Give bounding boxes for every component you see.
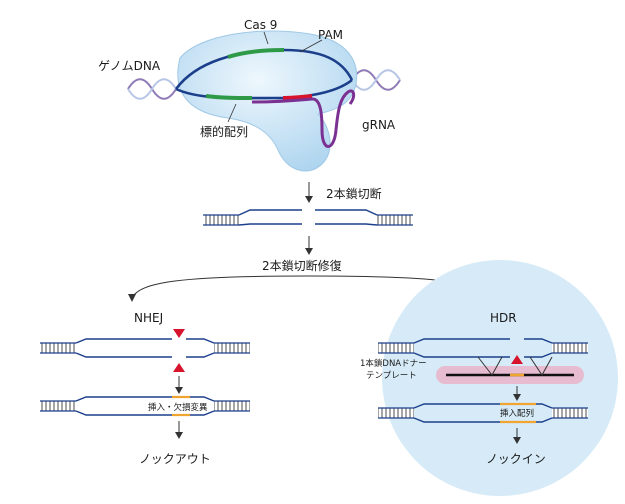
cas9-leader [263,31,269,45]
insert-sequence-label: 挿入配列 [500,408,534,419]
target-leader [227,103,237,123]
hdr-label: HDR [490,311,517,325]
nhej-arrow-2 [175,421,183,439]
cas9-label: Cas 9 [244,18,277,32]
nhej-repaired-dna [40,395,250,417]
nhej-branch: NHEJ [40,311,250,466]
nhej-label: NHEJ [134,311,163,325]
pam-segment [227,48,285,59]
homology-arms [477,356,553,376]
knockin-label: ノックイン [486,452,546,466]
dsb-label: 2本鎖切断 [326,186,382,201]
genome-dna-helix-right [351,69,401,91]
grna-strand [251,89,356,148]
indel-label: 挿入・欠損変異 [148,402,208,413]
genome-dna-helix-left [127,78,177,100]
arrow-to-dsb [305,182,313,203]
pam-leader [299,39,323,53]
hdr-broken-dna [378,338,588,358]
hdr-repaired-dna [378,402,588,424]
nhej-broken-dna [40,338,250,358]
nhej-arrow-1 [175,376,183,394]
hdr-arrow-2 [513,428,521,444]
target-green-segment [205,94,253,100]
target-red-segment [282,94,313,100]
arrow-to-repair [305,236,313,255]
knockout-label: ノックアウト [139,452,211,466]
donor-template-label-2: テンプレート [366,371,417,381]
hdr-arrow-1 [513,386,521,401]
donor-template-label-1: 1本鎖DNAドナー [360,358,427,369]
cut-marker-top [173,329,185,338]
grna-label: gRNA [362,118,396,132]
dsb-repair-label: 2本鎖切断修復 [262,258,342,273]
hdr-cut-marker [511,355,523,364]
genome-dna-label: ゲノムDNA [98,59,161,73]
pam-label: PAM [318,28,343,42]
target-sequence-label: 標的配列 [200,124,248,139]
cut-marker-bottom [173,363,185,372]
cas9-complex: Cas 9 PAM ゲノムDNA 標的配列 gRNA [98,18,401,172]
dsb-dna [203,209,413,226]
hdr-branch: HDR 1本鎖DNAドナー テンプレート [360,260,618,496]
